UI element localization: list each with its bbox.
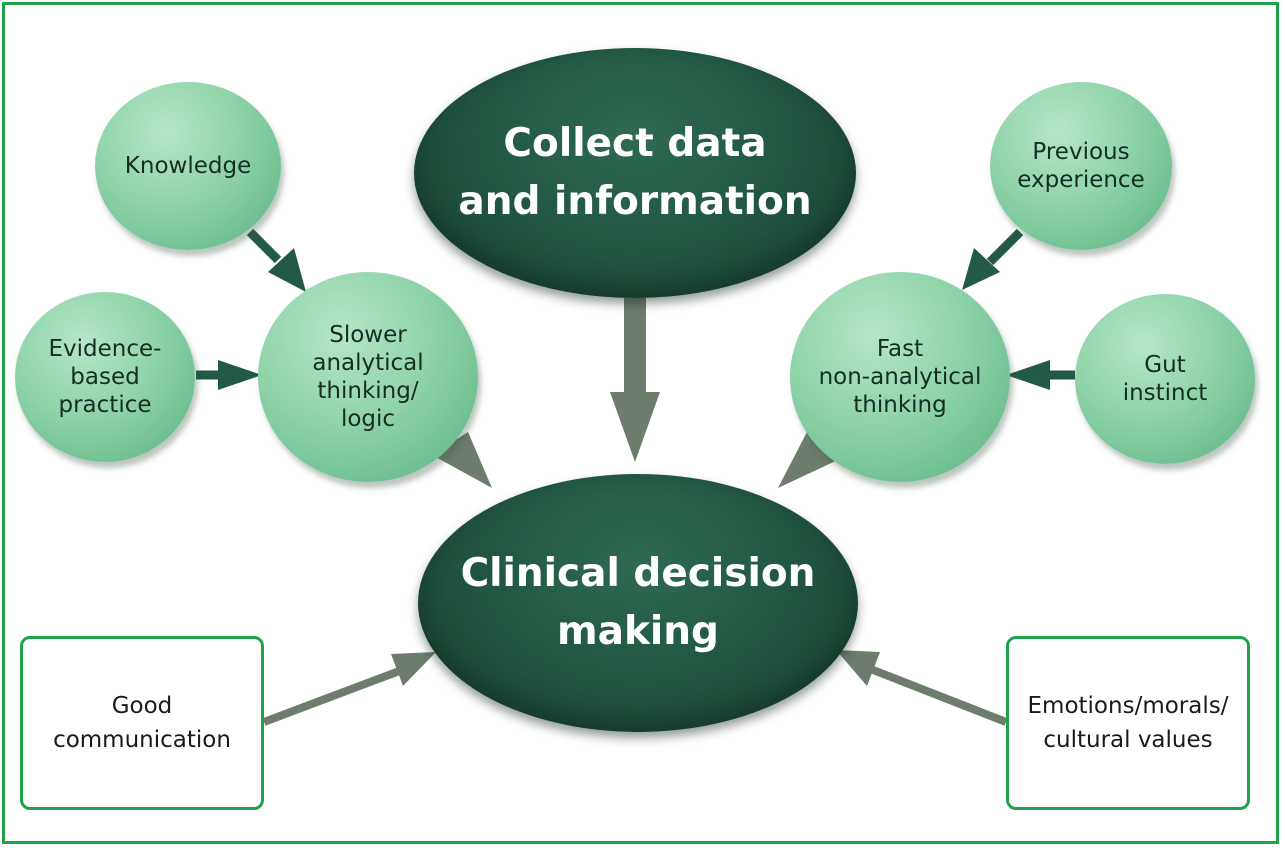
arrow-knowledge-to-slower xyxy=(246,228,306,292)
knowledge-node: Knowledge xyxy=(95,82,281,250)
emotions-values-label: Emotions/morals/ cultural values xyxy=(1027,693,1229,753)
slower-analytical-label: Slower analytical thinking/ logic xyxy=(312,322,424,432)
fast-pointer xyxy=(778,430,842,488)
previous-experience-node: Previous experience xyxy=(990,82,1172,250)
clinical-decision-label: Clinical decision making xyxy=(460,551,816,654)
evidence-based-practice-label: Evidence- based practice xyxy=(48,336,162,418)
arrow-collect-to-clinical xyxy=(610,298,660,462)
arrow-evidence-to-slower xyxy=(196,360,262,390)
good-communication-box: Good communication xyxy=(20,636,264,810)
slower-analytical-node: Slower analytical thinking/ logic xyxy=(258,272,478,482)
previous-experience-label: Previous experience xyxy=(1017,139,1145,193)
fast-non-analytical-node: Fast non-analytical thinking xyxy=(790,272,1010,482)
knowledge-label: Knowledge xyxy=(124,153,252,179)
fast-non-analytical-label: Fast non-analytical thinking xyxy=(818,336,982,418)
gut-instinct-node: Gut instinct xyxy=(1075,294,1255,464)
clinical-decision-node: Clinical decision making xyxy=(418,474,858,732)
arrow-emotions-to-clinical xyxy=(836,650,1008,726)
good-communication-label: Good communication xyxy=(53,693,231,753)
collect-data-node: Collect data and information xyxy=(414,48,856,298)
evidence-based-practice-node: Evidence- based practice xyxy=(15,292,195,462)
emotions-values-box: Emotions/morals/ cultural values xyxy=(1006,636,1250,810)
arrow-communication-to-clinical xyxy=(262,652,436,726)
gut-instinct-label: Gut instinct xyxy=(1122,352,1208,406)
collect-data-label: Collect data and information xyxy=(458,121,812,224)
arrow-previous-to-fast xyxy=(962,228,1024,290)
arrow-gut-to-fast xyxy=(1006,360,1075,390)
